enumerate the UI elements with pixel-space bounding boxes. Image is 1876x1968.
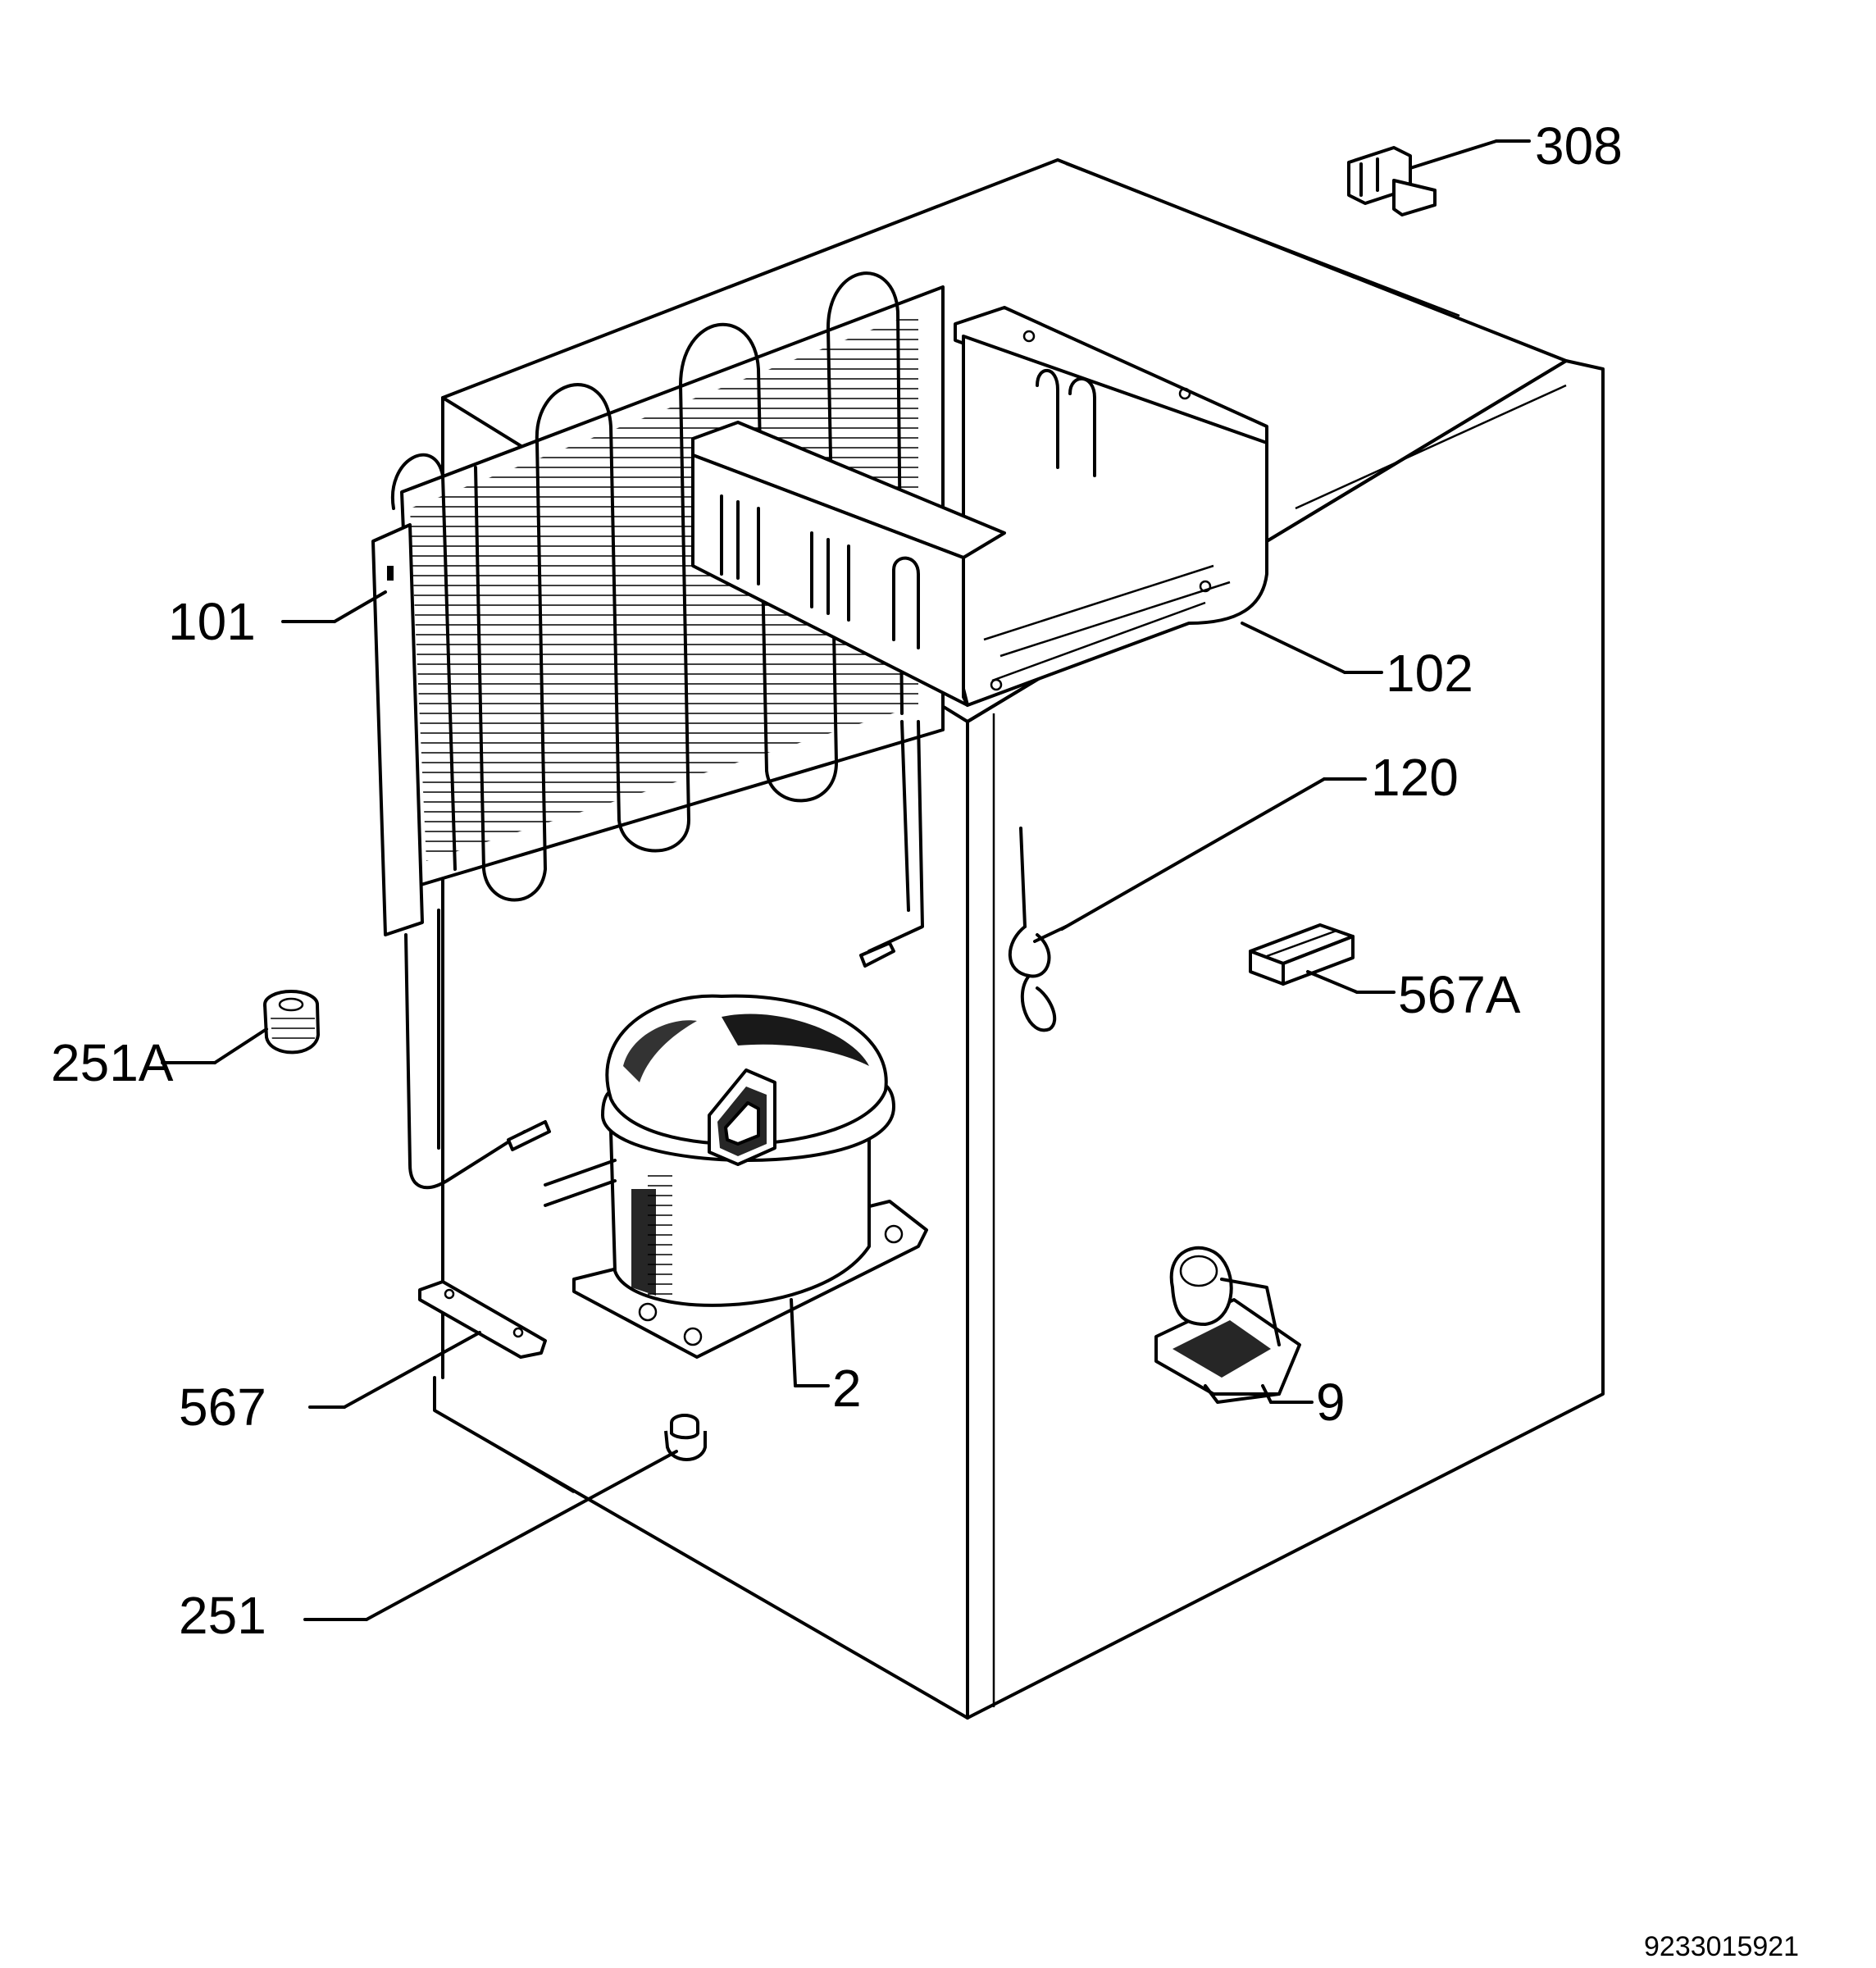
grommet-251A[interactable] [263, 990, 320, 1055]
bracket-567A[interactable] [1249, 923, 1355, 986]
compressor-2[interactable] [544, 994, 928, 1359]
label-120: 120 [1371, 748, 1459, 807]
label-308: 308 [1535, 116, 1623, 175]
label-251A: 251A [51, 1033, 174, 1092]
clip-308[interactable] [1347, 146, 1437, 216]
label-2-group: 2 [790, 1298, 862, 1418]
label-251-group: 251 [179, 1450, 678, 1645]
foot-bushing-251[interactable] [664, 1414, 707, 1461]
label-101-group: 101 [168, 590, 387, 651]
label-251: 251 [179, 1586, 266, 1645]
label-308-group: 308 [1409, 116, 1623, 175]
mounting-plate-567[interactable] [418, 1280, 547, 1359]
label-9: 9 [1316, 1373, 1346, 1432]
label-567A-group: 567A [1306, 965, 1521, 1024]
label-567A: 567A [1398, 965, 1521, 1024]
label-120-group: 120 [1060, 748, 1459, 931]
label-567-group: 567 [179, 1331, 481, 1437]
drawing-code: 9233015921 [1644, 1931, 1799, 1962]
label-567: 567 [179, 1378, 266, 1437]
relay-9[interactable] [1154, 1246, 1301, 1404]
label-102: 102 [1386, 644, 1473, 703]
label-9-group: 9 [1261, 1373, 1346, 1432]
label-102-group: 102 [1241, 622, 1473, 703]
thermostat-sensor-120[interactable] [1008, 827, 1068, 1032]
evaporator-102[interactable] [691, 306, 1268, 707]
label-2: 2 [832, 1359, 862, 1418]
label-101: 101 [168, 592, 256, 651]
label-251A-group: 251A [51, 1027, 268, 1092]
